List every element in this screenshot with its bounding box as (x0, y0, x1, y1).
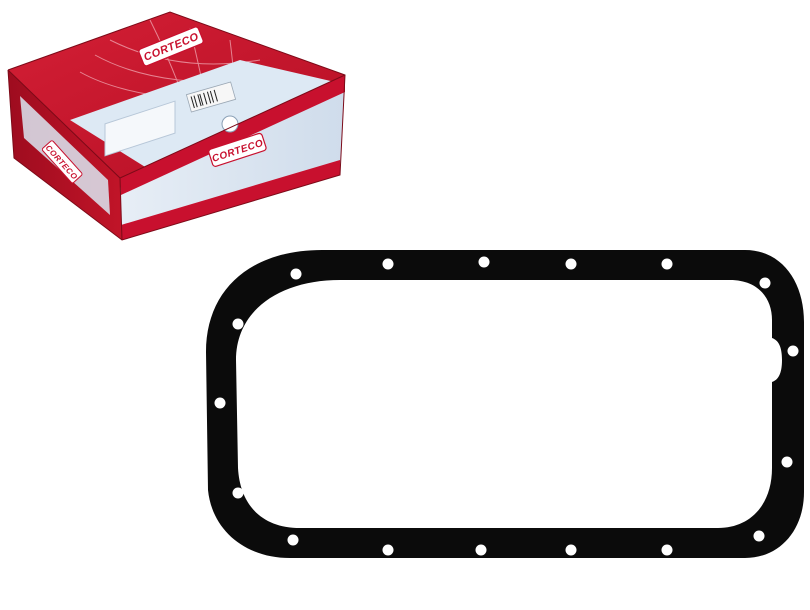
gasket-bolt-holes (214, 256, 799, 556)
bolt-hole (382, 544, 394, 556)
gasket-body (206, 250, 804, 558)
bolt-hole (232, 487, 244, 499)
box-front-brand-badge (208, 132, 267, 167)
bolt-hole (290, 268, 302, 280)
bolt-hole (787, 345, 799, 357)
bolt-hole (214, 397, 226, 409)
bolt-hole (382, 258, 394, 270)
bolt-hole (753, 530, 765, 542)
box-barcode (190, 89, 218, 109)
box-front-band (120, 75, 345, 195)
bolt-hole (475, 544, 487, 556)
box-barcode-sticker (185, 81, 237, 113)
box-side-brand-badge (41, 140, 83, 184)
bolt-hole (232, 318, 244, 330)
bolt-hole (661, 544, 673, 556)
bolt-hole (565, 258, 577, 270)
box-front-band-bottom (121, 160, 340, 240)
bolt-hole (781, 456, 793, 468)
bolt-hole (759, 277, 771, 289)
bolt-hole (565, 544, 577, 556)
bolt-hole (287, 534, 299, 546)
box-lid-brand-badge (138, 26, 204, 67)
bolt-hole (661, 258, 673, 270)
box-edges (7, 11, 346, 241)
bolt-hole (478, 256, 490, 268)
box-label-window (104, 100, 176, 157)
